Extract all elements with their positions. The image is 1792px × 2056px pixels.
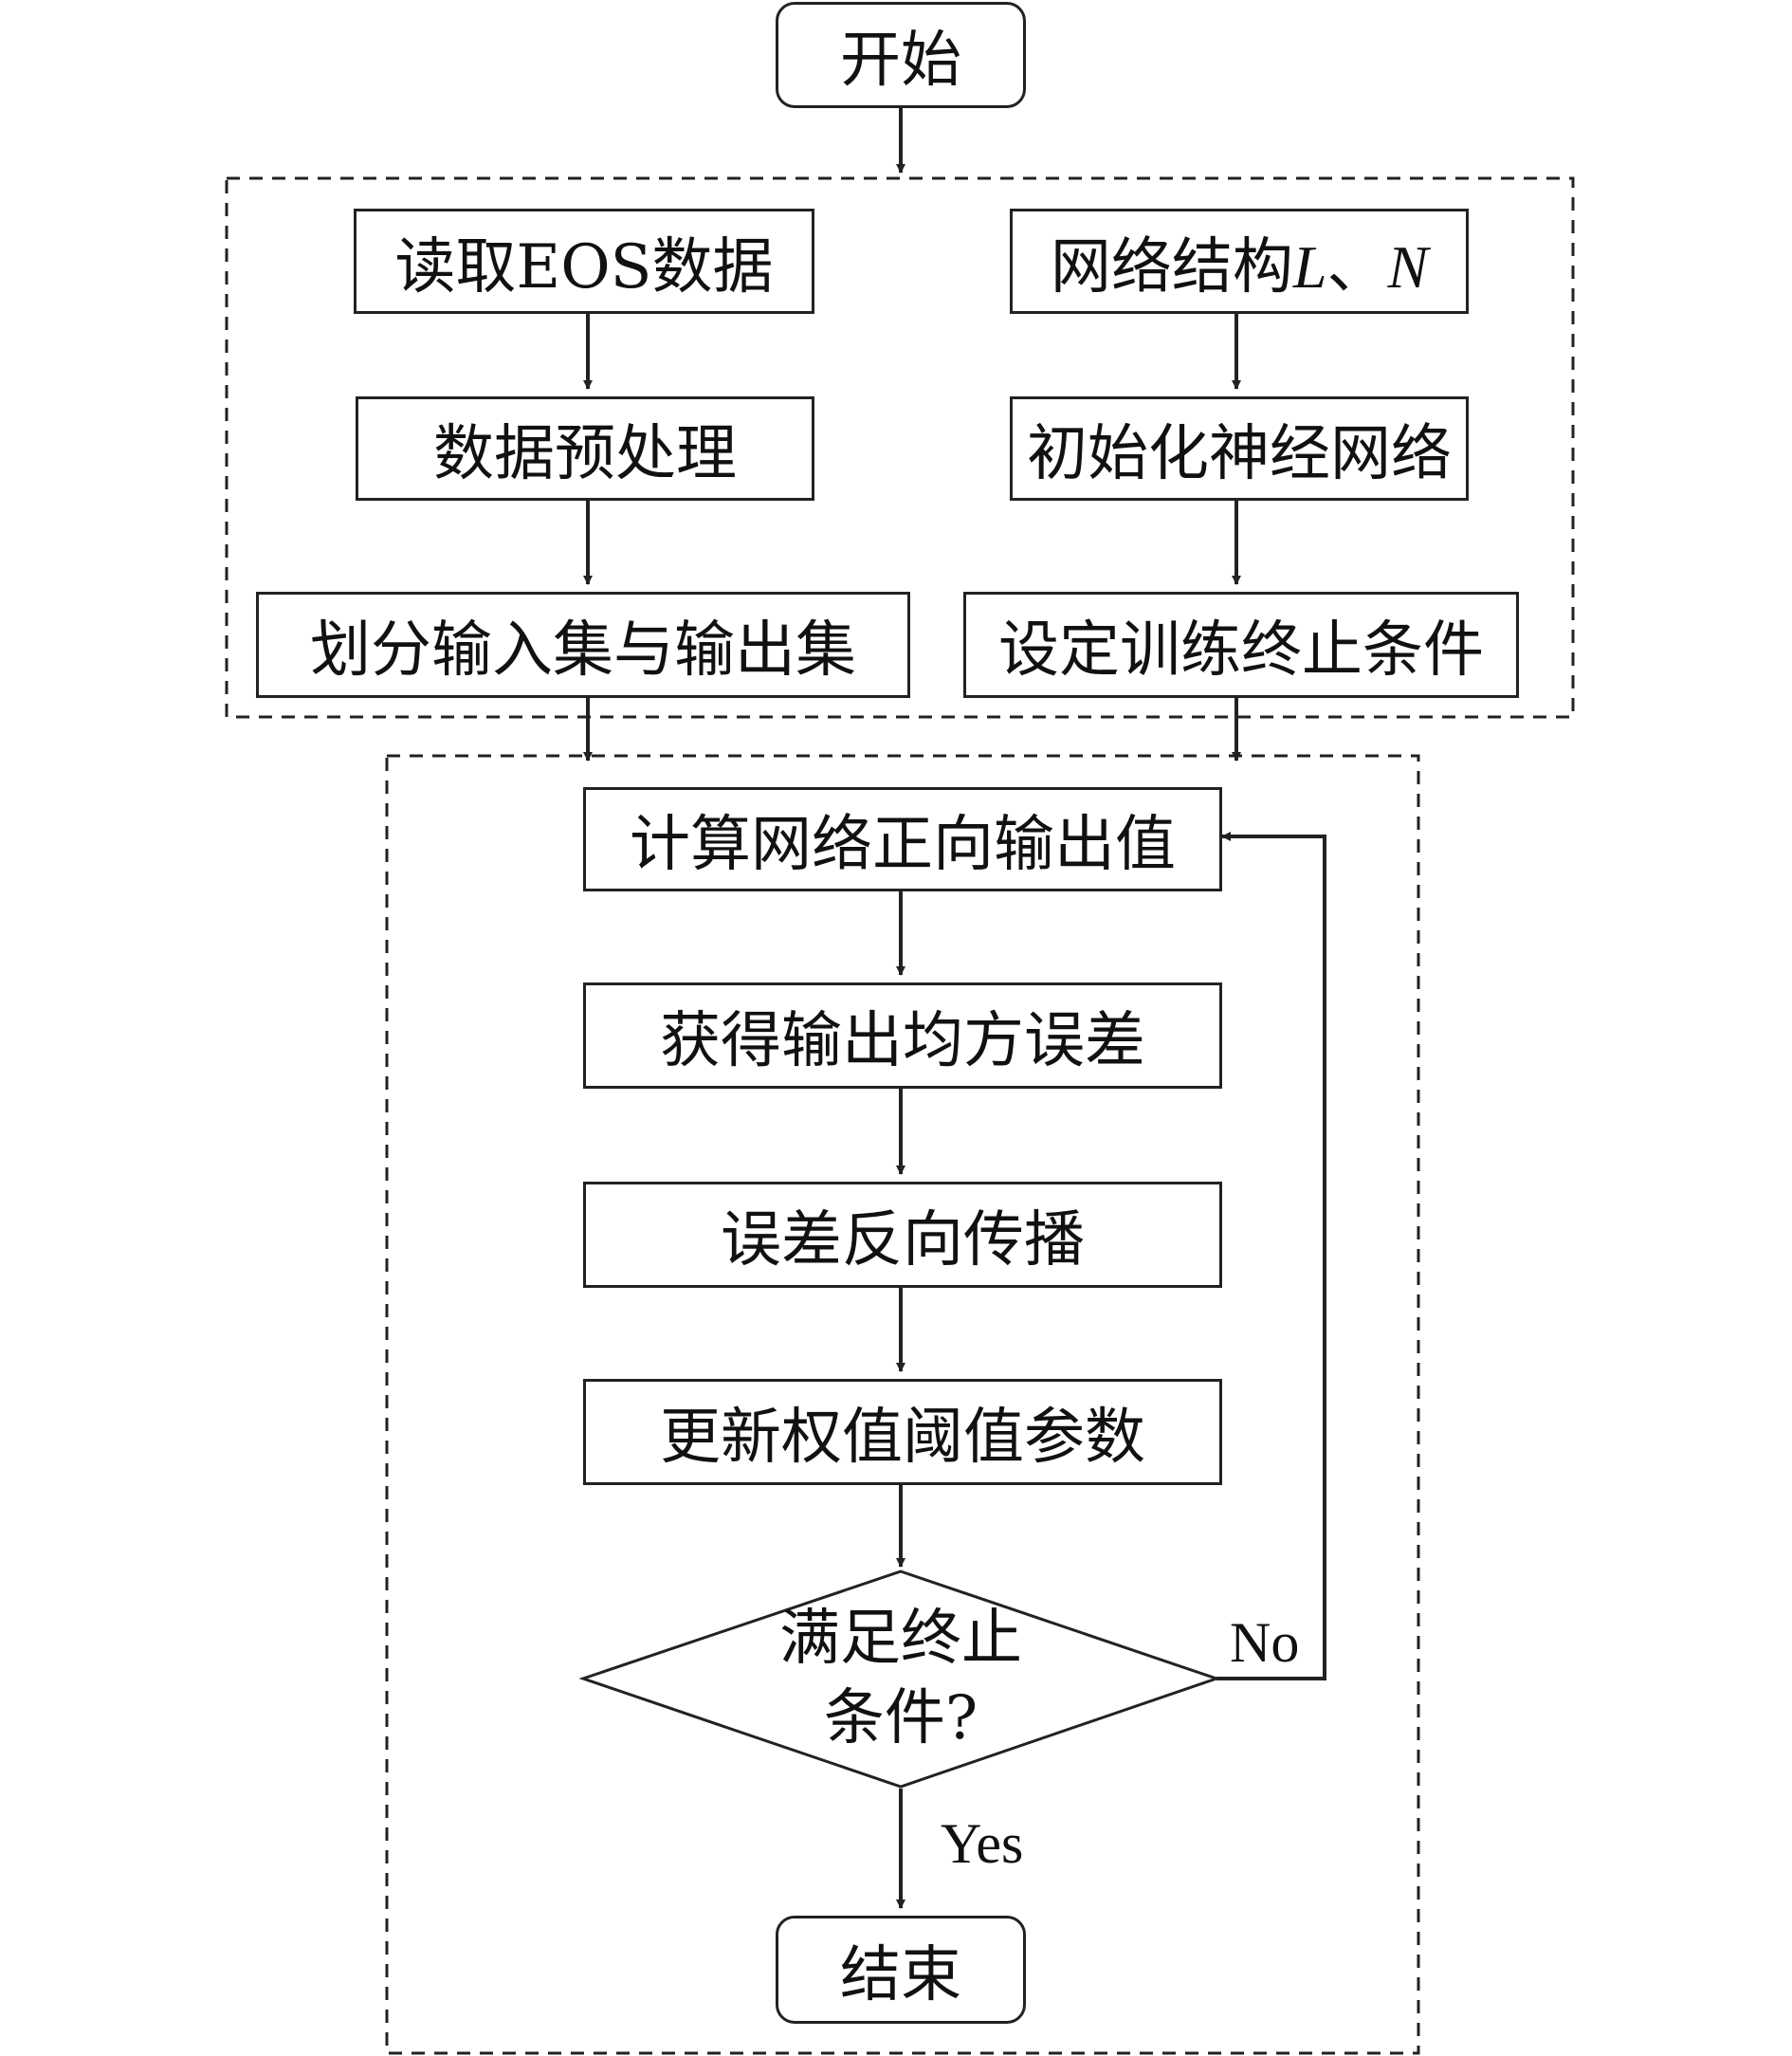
set-condition-node: 设定训练终止条件 bbox=[963, 592, 1519, 698]
update-label: 更新权值阈值参数 bbox=[660, 1403, 1145, 1473]
yes-edge-label: Yes bbox=[941, 1812, 1024, 1875]
decision-diamond bbox=[578, 1570, 1221, 1789]
start-node: 开始 bbox=[776, 2, 1026, 108]
read-data-node: 读取EOS数据 bbox=[354, 209, 814, 314]
mse-node: 获得输出均方误差 bbox=[583, 982, 1222, 1089]
net-structure-node: 网络结构L、N bbox=[1010, 209, 1469, 314]
end-node: 结束 bbox=[776, 1916, 1026, 2024]
preprocess-node: 数据预处理 bbox=[356, 396, 814, 501]
mse-label: 获得输出均方误差 bbox=[660, 1006, 1145, 1076]
decision-text: 满足终止 条件? bbox=[721, 1603, 1081, 1754]
node-count-symbol: N bbox=[1387, 232, 1429, 301]
preprocess-label: 数据预处理 bbox=[433, 419, 737, 489]
read-data-label: 读取EOS数据 bbox=[394, 231, 774, 303]
net-structure-label: 网络结构L、N bbox=[1051, 218, 1428, 305]
arrow-no-loop-back bbox=[1216, 832, 1326, 1680]
init-net-node: 初始化神经网络 bbox=[1010, 396, 1469, 501]
decision-line-2: 条件? bbox=[823, 1683, 978, 1753]
update-node: 更新权值阈值参数 bbox=[583, 1379, 1222, 1485]
training-group-frame bbox=[385, 754, 1420, 2055]
separator-mark: 、 bbox=[1326, 231, 1388, 303]
layer-count-symbol: L bbox=[1292, 232, 1327, 301]
decision-line-1: 满足终止 bbox=[779, 1604, 1022, 1674]
setup-group-frame bbox=[225, 176, 1575, 719]
end-label: 结束 bbox=[840, 1940, 961, 2010]
split-sets-label: 划分输入集与输出集 bbox=[310, 615, 856, 686]
init-net-label: 初始化神经网络 bbox=[1027, 419, 1452, 489]
start-label: 开始 bbox=[840, 26, 961, 96]
forward-node: 计算网络正向输出值 bbox=[583, 787, 1222, 891]
net-structure-prefix: 网络结构 bbox=[1050, 231, 1293, 303]
forward-label: 计算网络正向输出值 bbox=[630, 810, 1176, 880]
backprop-node: 误差反向传播 bbox=[583, 1182, 1222, 1288]
split-sets-node: 划分输入集与输出集 bbox=[256, 592, 910, 698]
set-condition-label: 设定训练终止条件 bbox=[998, 615, 1484, 686]
backprop-label: 误差反向传播 bbox=[721, 1205, 1085, 1276]
no-edge-label: No bbox=[1230, 1611, 1300, 1674]
